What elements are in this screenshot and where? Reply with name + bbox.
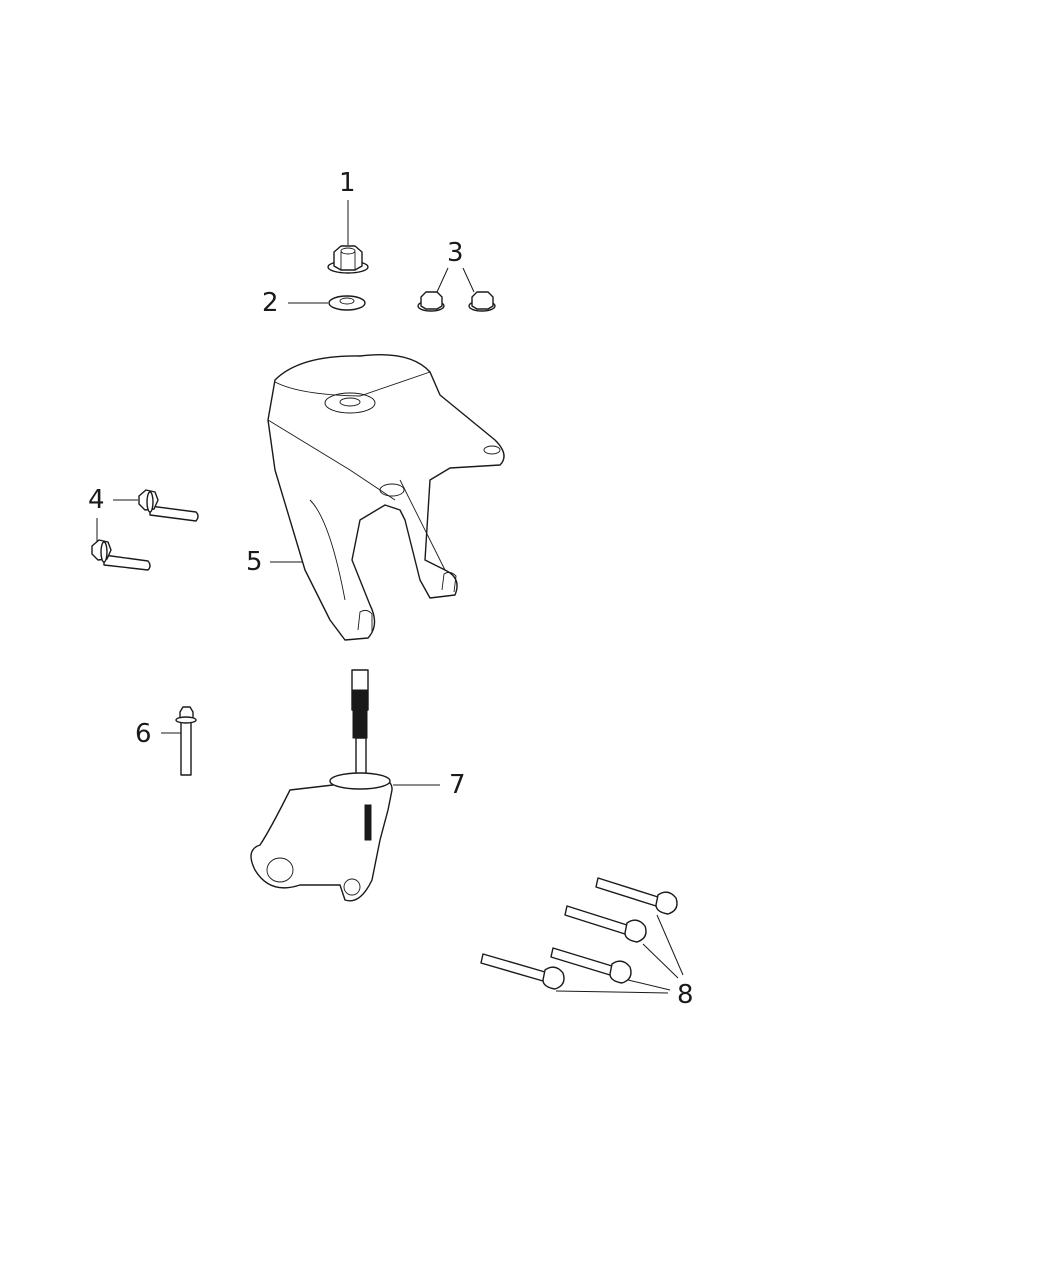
callout-8: 8 (677, 980, 694, 1010)
part-7-insulator-icon (250, 669, 440, 902)
callout-3: 3 (447, 238, 464, 268)
part-5-mount-bracket-icon (267, 354, 505, 641)
callout-5: 5 (246, 547, 263, 577)
part-2-washer-icon (288, 295, 366, 311)
callout-1: 1 (339, 168, 356, 198)
part-6-long-bolt-icon (161, 706, 197, 776)
callout-2: 2 (262, 288, 279, 318)
part-3-flange-nuts-icon (417, 267, 496, 312)
part-1-flange-nut-icon (327, 200, 369, 274)
part-8-bolts-icon (480, 877, 684, 994)
callout-6: 6 (135, 719, 152, 749)
part-4-bolts-icon (91, 489, 199, 571)
callout-4: 4 (88, 485, 105, 515)
callout-7: 7 (449, 770, 466, 800)
